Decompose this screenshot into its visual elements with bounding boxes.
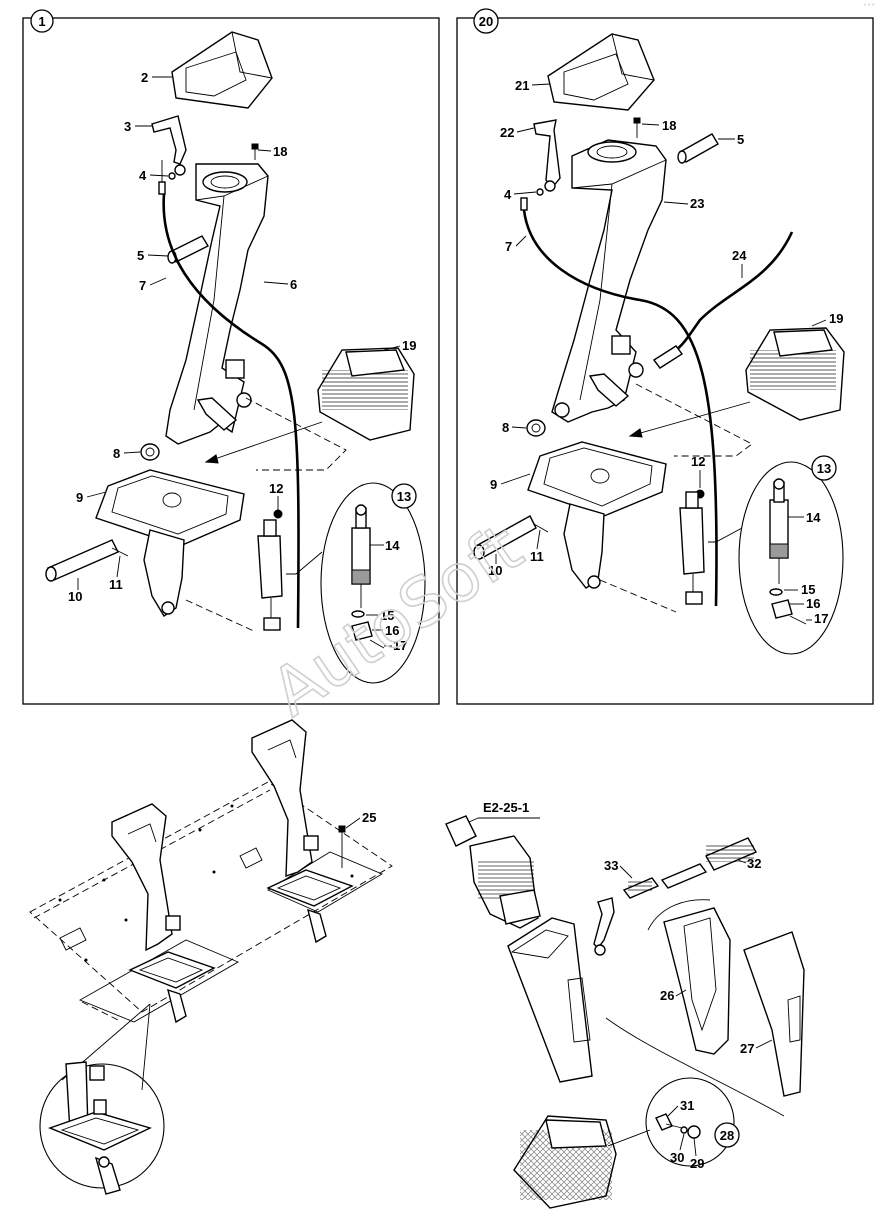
right-inset-ellipse	[738, 461, 844, 655]
left-panel: 1	[22, 9, 440, 705]
left-group-circle	[30, 9, 54, 33]
rod-part	[47, 539, 119, 581]
callout-27: 27	[740, 1041, 754, 1056]
callout-11-right: 11	[530, 549, 544, 564]
side-panel-26	[663, 907, 731, 1055]
cable-part	[162, 193, 300, 629]
console-body-part-right	[551, 139, 667, 423]
corner-mark: ° ° °	[864, 4, 875, 10]
left-panel-frame	[22, 17, 440, 705]
callout-12-right: 12	[691, 454, 705, 469]
callout-10-right: 10	[488, 563, 502, 578]
callout-29: 29	[690, 1156, 704, 1171]
left-inset-label: 13	[397, 489, 411, 504]
callout-16: 16	[385, 623, 399, 638]
callout-8-right: 8	[502, 420, 509, 435]
callout-23: 23	[690, 196, 704, 211]
cable-part-right	[522, 209, 718, 607]
callout-5: 5	[137, 248, 144, 263]
handle-body-part	[507, 917, 593, 1083]
connector-part	[445, 815, 477, 847]
lever-part-right	[533, 119, 561, 190]
floor-plate	[29, 781, 393, 1013]
cover-part	[171, 31, 273, 109]
callout-26: 26	[660, 988, 674, 1003]
callout-15-right: 15	[801, 582, 815, 597]
callout-4-right: 4	[504, 187, 512, 202]
callout-14: 14	[385, 538, 400, 553]
callout-31: 31	[680, 1098, 694, 1113]
callout-16-right: 16	[806, 596, 820, 611]
callout-17: 17	[393, 638, 407, 653]
callout-9: 9	[76, 490, 83, 505]
callout-12: 12	[269, 481, 283, 496]
callout-3: 3	[124, 119, 131, 134]
detail-label: 28	[720, 1128, 734, 1143]
right-panel: 20	[456, 8, 874, 705]
cable-part-24	[675, 231, 794, 352]
callout-21: 21	[515, 78, 529, 93]
callout-18: 18	[273, 144, 287, 159]
gas-spring-part	[257, 535, 283, 599]
reference-label: E2-25-1	[483, 800, 529, 815]
left-inset-ellipse	[320, 482, 426, 684]
left-callouts: 2 3 4 18 5 7 6 19 8 9 12 14 11 10 15 16 …	[68, 70, 416, 653]
handle-assembly: E2-25-1	[445, 800, 805, 1209]
callout-19-right: 19	[829, 311, 843, 326]
left-group-label: 1	[38, 14, 45, 29]
callout-30: 30	[670, 1150, 684, 1165]
right-panel-frame	[456, 17, 874, 705]
callout-11: 11	[109, 577, 123, 592]
callout-10: 10	[68, 589, 82, 604]
right-callouts: 21 22 18 5 4 23 7 24 19 8 12 9 14 11 10 …	[488, 78, 843, 626]
detail-circle	[645, 1077, 735, 1167]
callout-17-right: 17	[814, 611, 828, 626]
bottom-callouts: 33 32 26 27 31 30 29	[604, 856, 773, 1171]
callout-4: 4	[139, 168, 147, 183]
callout-18-right: 18	[662, 118, 676, 133]
callout-33: 33	[604, 858, 618, 873]
callout-7-right: 7	[505, 239, 512, 254]
floor-assembly	[29, 719, 393, 1195]
right-group-circle	[473, 8, 499, 34]
callout-7: 7	[139, 278, 146, 293]
side-panel-27	[743, 931, 805, 1097]
base-plate-part-right	[527, 441, 667, 517]
callout-14-right: 14	[806, 510, 821, 525]
callout-5-right: 5	[737, 132, 744, 147]
callout-6: 6	[290, 277, 297, 292]
callout-15: 15	[380, 608, 394, 623]
column-left	[111, 803, 173, 952]
callout-32: 32	[747, 856, 761, 871]
base-plate-part	[95, 469, 245, 547]
lever-part	[151, 115, 187, 165]
right-inset-label: 13	[817, 461, 831, 476]
callout-24: 24	[732, 248, 747, 263]
callout-8: 8	[113, 446, 120, 461]
callout-2: 2	[141, 70, 148, 85]
right-group-label: 20	[479, 14, 493, 29]
callout-19: 19	[402, 338, 416, 353]
callout-25: 25	[362, 810, 376, 825]
callout-9-right: 9	[490, 477, 497, 492]
callout-22: 22	[500, 125, 514, 140]
column-right	[251, 719, 313, 877]
